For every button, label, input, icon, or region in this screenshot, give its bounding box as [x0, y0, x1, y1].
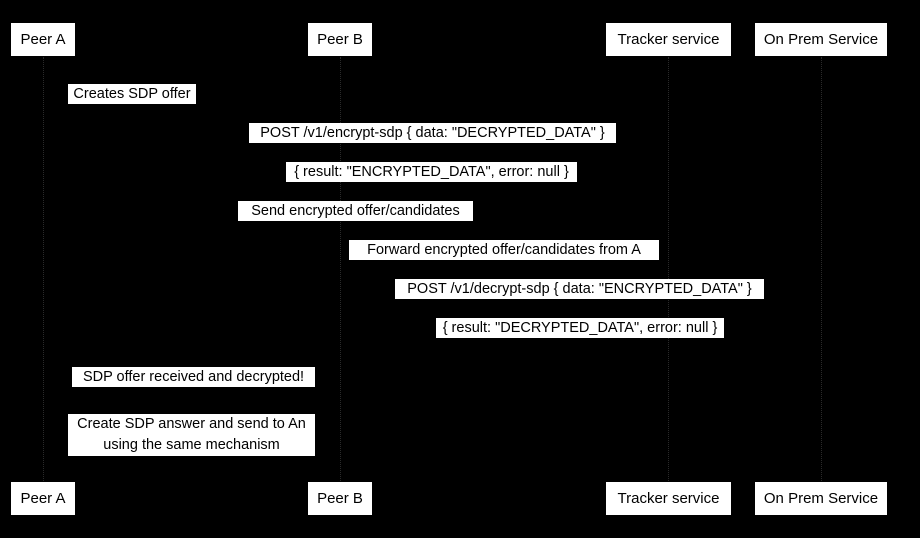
participant-peer-a-top[interactable]: Peer A: [10, 22, 76, 57]
participant-peer-b-top[interactable]: Peer B: [307, 22, 373, 57]
lifeline-peer-b: [340, 57, 341, 481]
message-send-encrypted-offer[interactable]: Send encrypted offer/candidates: [238, 201, 473, 221]
message-encrypt-sdp-result[interactable]: { result: "ENCRYPTED_DATA", error: null …: [286, 162, 577, 182]
participant-tracker-service-bottom[interactable]: Tracker service: [605, 481, 732, 516]
participant-on-prem-service-bottom[interactable]: On Prem Service: [754, 481, 888, 516]
participant-tracker-service-top[interactable]: Tracker service: [605, 22, 732, 57]
lifeline-on-prem-service: [821, 57, 822, 481]
participant-peer-b-bottom[interactable]: Peer B: [307, 481, 373, 516]
participant-peer-a-bottom[interactable]: Peer A: [10, 481, 76, 516]
participant-on-prem-service-top[interactable]: On Prem Service: [754, 22, 888, 57]
note-line-1: Create SDP answer and send to An: [77, 416, 306, 432]
lifeline-tracker-service: [668, 57, 669, 481]
message-post-decrypt-sdp[interactable]: POST /v1/decrypt-sdp { data: "ENCRYPTED_…: [395, 279, 764, 299]
note-create-sdp-answer[interactable]: Create SDP answer and send to An using t…: [68, 414, 315, 456]
lifeline-peer-a: [43, 57, 44, 481]
message-forward-encrypted-offer[interactable]: Forward encrypted offer/candidates from …: [349, 240, 659, 260]
message-decrypt-sdp-result[interactable]: { result: "DECRYPTED_DATA", error: null …: [436, 318, 724, 338]
message-sdp-offer-received[interactable]: SDP offer received and decrypted!: [72, 367, 315, 387]
message-post-encrypt-sdp[interactable]: POST /v1/encrypt-sdp { data: "DECRYPTED_…: [249, 123, 616, 143]
message-creates-sdp-offer[interactable]: Creates SDP offer: [68, 84, 196, 104]
note-line-2: using the same mechanism: [103, 437, 280, 453]
